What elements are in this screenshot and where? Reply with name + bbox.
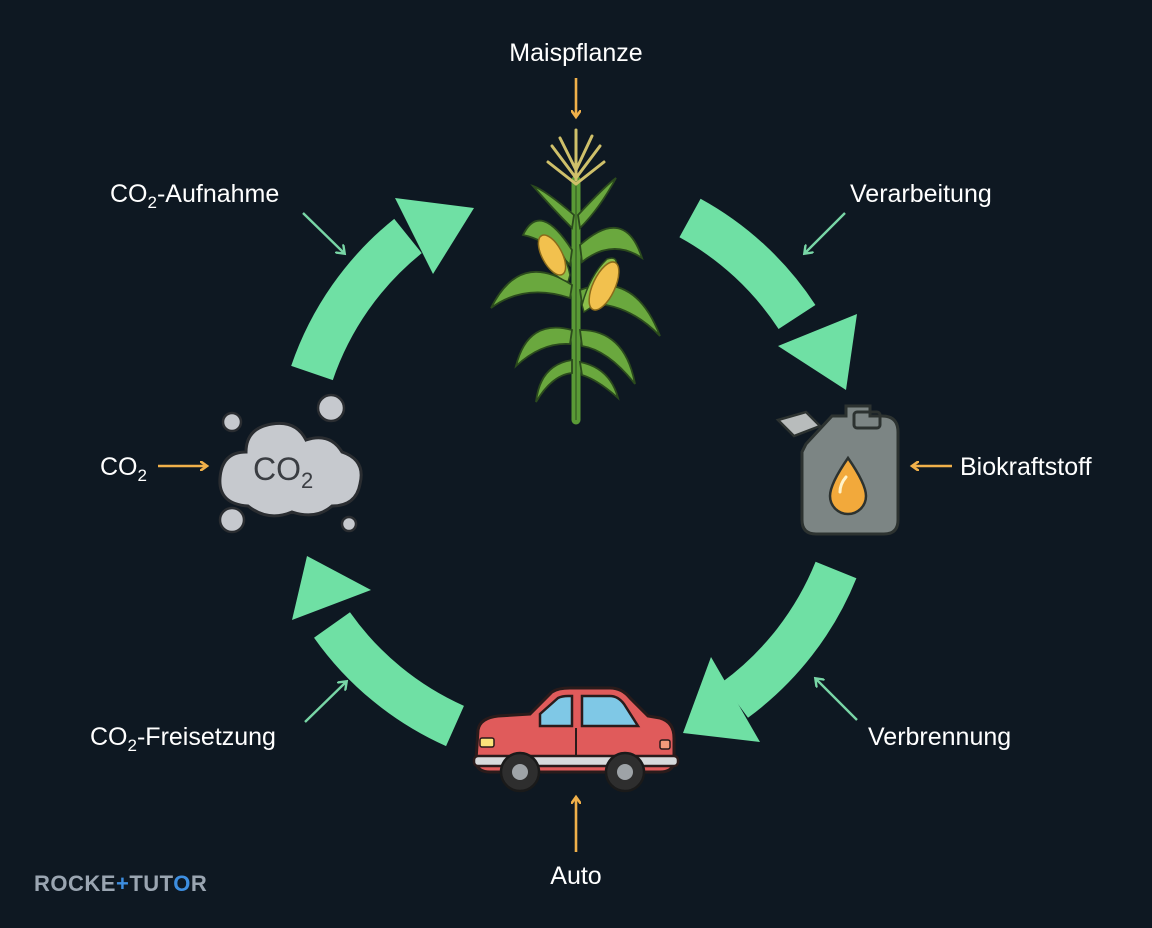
label-maispflanze: Maispflanze [509, 39, 642, 67]
label-co2-aufnahme: CO2-Aufnahme [110, 180, 279, 212]
label-auto: Auto [550, 862, 601, 890]
label-biokraftstoff: Biokraftstoff [960, 453, 1092, 481]
fuel-canister-icon [775, 404, 900, 536]
label-co2-freisetzung: CO2-Freisetzung [90, 723, 276, 755]
arrow-processing-label [805, 212, 846, 253]
label-co2: CO2 [100, 453, 147, 485]
label-verbrennung: Verbrennung [868, 723, 1011, 751]
cycle-arrow-uptake [291, 198, 474, 381]
arrow-uptake-label [302, 212, 344, 253]
brand-logo: ROCKE+TUTOR [34, 871, 207, 896]
label-verarbeitung: Verarbeitung [850, 180, 992, 208]
cycle-arrow-processing [679, 198, 857, 390]
car-icon [472, 686, 680, 793]
co2-cloud-icon: CO2 [218, 393, 363, 534]
co2-cloud-label: CO2 [253, 451, 313, 493]
arrow-release-label [304, 682, 346, 723]
cycle-arrow-release [292, 556, 465, 747]
corn-plant-icon [490, 128, 661, 425]
arrow-combustion-label [816, 679, 858, 721]
cycle-arrow-combustion [683, 561, 857, 742]
